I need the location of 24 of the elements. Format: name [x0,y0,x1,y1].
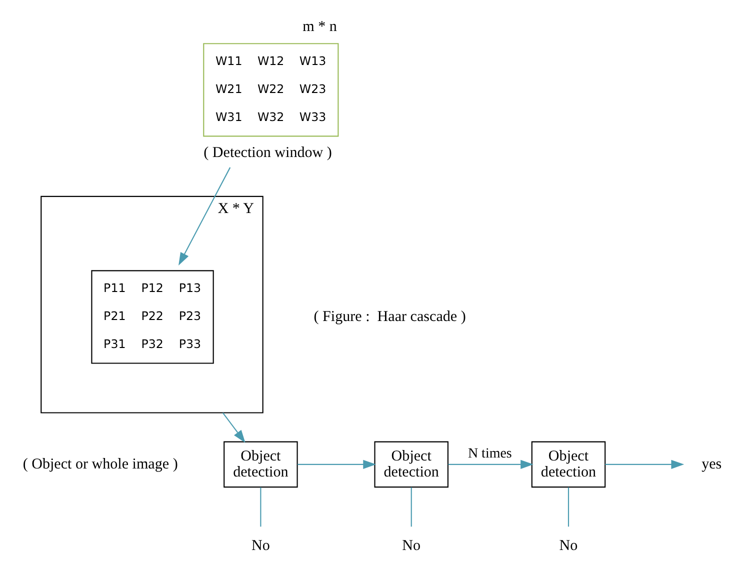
edge-label: N times [467,446,512,462]
cluster [40,196,263,414]
connector [410,487,412,527]
arrow [222,412,245,443]
label: ( Figure : Haar cascade ) [313,308,466,325]
node-box: Object detection [530,441,606,488]
connector [567,487,569,527]
node-label: ( Detection window ) [203,144,332,161]
node-label: X * Y [217,200,254,217]
node-label: ( Object or whole image ) [22,456,178,472]
node-box: W11 W12 W13 W21 W22 W23 W31 W32 W33 [202,43,338,137]
node-text: No [402,538,420,554]
arrow [448,460,533,469]
node-box: Object detection [374,441,448,488]
node-label: m * n [302,18,336,35]
arrow [604,460,684,469]
node-text: No [250,538,270,554]
node-box: P11 P12 P13 P21 P22 P23 P31 P32 P33 [90,270,214,364]
node-text: yes [701,456,722,472]
connector [260,487,261,527]
node-text: No [558,538,578,554]
node-box: Object detection [223,441,298,488]
arrow [296,460,376,469]
arrow [178,167,230,266]
